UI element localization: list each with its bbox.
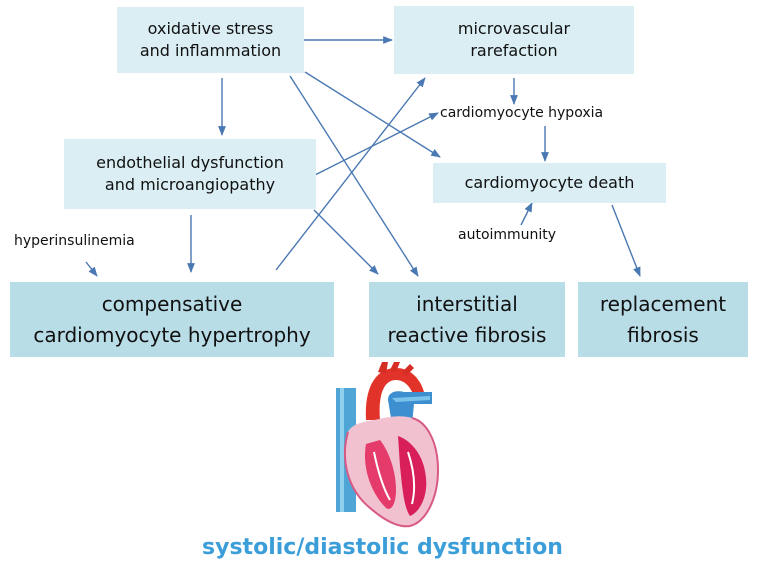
node-microvascular-rarefaction: microvascular rarefaction (394, 6, 634, 74)
node-hypertrophy-line2: cardiomyocyte hypertrophy (33, 322, 311, 347)
arrow-death-to-replacement (611, 204, 641, 277)
node-endothelial-line1: endothelial dysfunction (96, 153, 284, 172)
node-oxidative-stress-line1: oxidative stress (147, 19, 274, 38)
node-interstitial-line2: reactive fibrosis (387, 322, 547, 347)
node-interstitial-fibrosis: interstitial reactive fibrosis (369, 282, 565, 357)
node-cardiomyocyte-death: cardiomyocyte death (433, 163, 666, 203)
node-oxidative-stress-line2: and inflammation (139, 41, 282, 60)
node-hypertrophy-line1: compensative (101, 291, 243, 316)
node-microvascular-line2: rarefaction (470, 41, 558, 60)
node-oxidative-stress: oxidative stress and inflammation (117, 7, 304, 73)
node-replacement-fibrosis: replacement fibrosis (578, 282, 748, 357)
node-death-line1: cardiomyocyte death (464, 173, 635, 192)
arrow-oxidative-to-death (304, 71, 441, 158)
node-replacement-line2: fibrosis (627, 322, 699, 347)
arrow-hyperinsulinemia-to-hypertrophy (85, 261, 98, 277)
label-cardiomyocyte-hypoxia: cardiomyocyte hypoxia (440, 105, 604, 121)
arrow-endothelial-to-interstitial (313, 209, 379, 275)
label-autoimmunity: autoimmunity (458, 227, 557, 243)
node-replacement-line1: replacement (599, 291, 727, 316)
arrow-hypertrophy-to-microvascular (275, 77, 426, 271)
arrow-autoimmunity-to-death (520, 202, 533, 226)
node-compensative-hypertrophy: compensative cardiomyocyte hypertrophy (10, 282, 334, 357)
label-hyperinsulinemia: hyperinsulinemia (14, 233, 135, 249)
heart-anatomy-icon (336, 362, 440, 528)
arrow-oxidative-to-interstitial (289, 75, 419, 277)
node-endothelial-line2: and microangiopathy (104, 175, 276, 194)
node-endothelial-dysfunction: endothelial dysfunction and microangiopa… (64, 139, 316, 209)
arrow-endothelial-to-hypoxia (314, 112, 439, 176)
node-microvascular-line1: microvascular (457, 19, 571, 38)
node-interstitial-line1: interstitial (416, 291, 518, 316)
footer-caption: systolic/diastolic dysfunction (202, 535, 563, 560)
